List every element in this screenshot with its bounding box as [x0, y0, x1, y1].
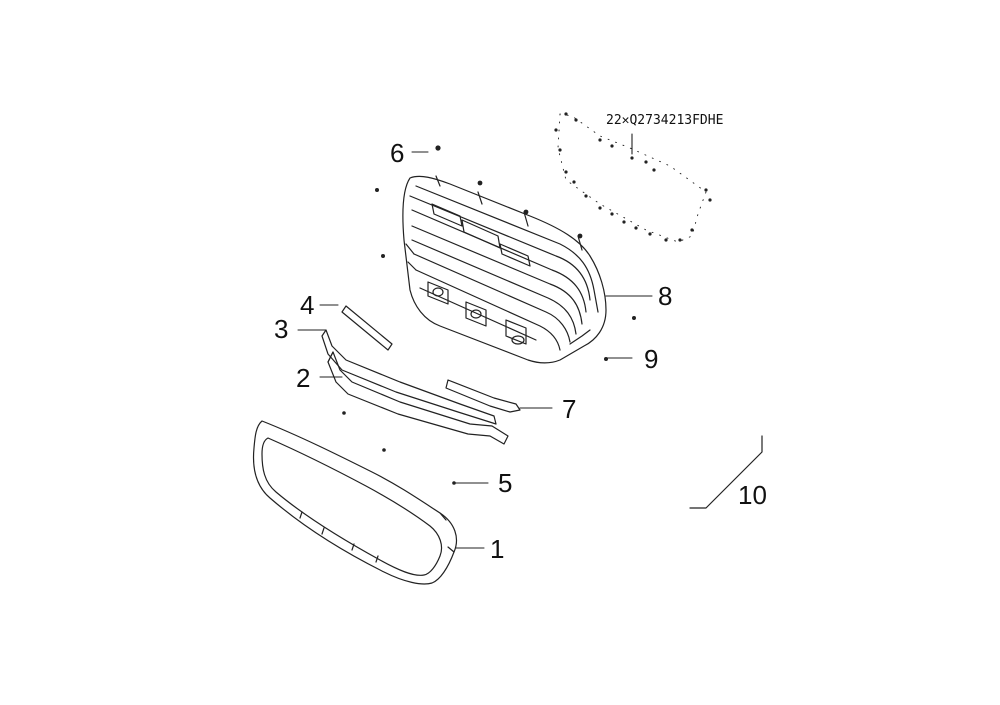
part-10-bracket-line [690, 436, 762, 508]
callout-6: 6 [390, 138, 405, 168]
callout-3: 3 [274, 314, 289, 344]
leader-lines [298, 134, 652, 548]
callout-10: 10 [738, 480, 767, 510]
callout-1: 1 [490, 534, 505, 564]
part-7-lower-strip [446, 380, 520, 412]
callout-2: 2 [296, 363, 311, 393]
callout-5: 5 [498, 468, 513, 498]
callout-9: 9 [644, 344, 659, 374]
callout-8: 8 [658, 281, 673, 311]
clip-array-outline [558, 114, 706, 242]
callout-7: 7 [562, 394, 577, 424]
part-4-small-strip [342, 306, 392, 350]
part-1-grille-frame [254, 421, 457, 584]
fastener-symbols [342, 112, 712, 485]
part-8-main-grille [403, 176, 606, 363]
fastener-quantity-note: 22✕Q2734213FDHE [606, 113, 724, 128]
part-2-trim-strip [328, 352, 508, 444]
callout-4: 4 [300, 290, 315, 320]
part-3-upper-molding [322, 330, 496, 424]
